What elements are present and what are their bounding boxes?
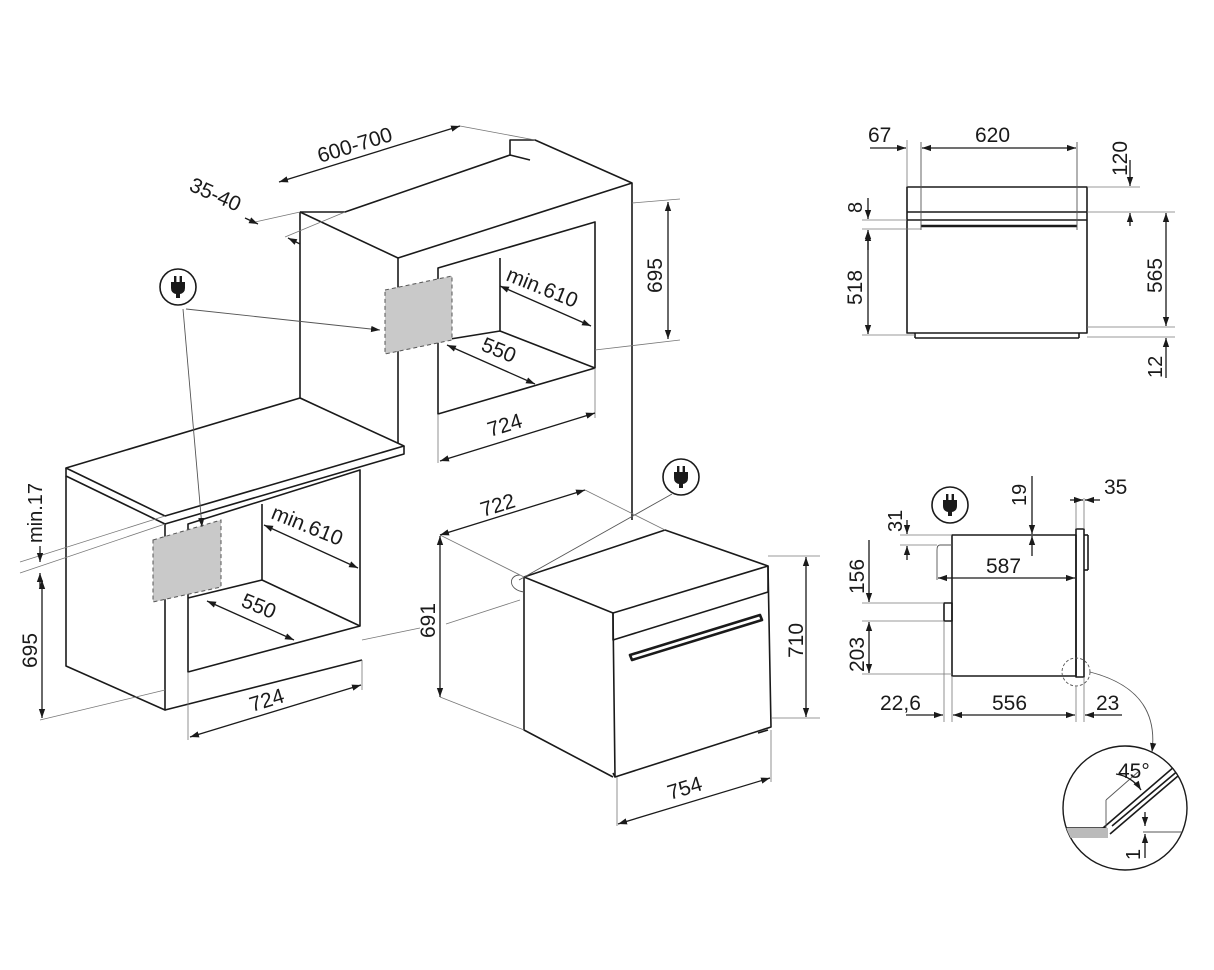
label-cab-depth: 600-700 [315, 123, 395, 168]
label-side-203: 203 [846, 637, 869, 672]
power-plug-icon [159, 268, 197, 306]
dims-front-elevation: 67 620 120 8 518 565 12 [844, 124, 1175, 378]
label-side-23: 23 [1096, 692, 1119, 715]
label-under-min: min.17 [25, 483, 47, 543]
tall-cabinet [299, 139, 633, 520]
label-top-565: 565 [1144, 258, 1167, 293]
label-under-inner-depth: 550 [238, 589, 279, 623]
label-side-35: 35 [1104, 476, 1127, 499]
label-tall-inner-depth: 550 [478, 333, 519, 367]
electrical-panel-upper [384, 275, 453, 355]
label-oven-height: 710 [785, 623, 808, 658]
label-oven-depth: 722 [478, 490, 518, 522]
label-tall-height: 695 [644, 258, 667, 293]
label-side-587: 587 [986, 555, 1021, 578]
label-side-556: 556 [992, 692, 1027, 715]
label-top-12: 12 [1145, 356, 1167, 378]
electrical-panel-lower [152, 519, 222, 603]
label-tall-depth: min.610 [503, 263, 581, 312]
label-top-518: 518 [844, 270, 867, 305]
label-side-156: 156 [846, 559, 869, 594]
label-oven-height-total: 691 [417, 603, 440, 638]
label-under-depth: min.610 [268, 501, 346, 550]
label-under-width: 724 [247, 684, 288, 716]
label-side-19: 19 [1009, 484, 1031, 506]
label-cab-gap: 35-40 [186, 174, 244, 217]
label-under-height: 695 [19, 633, 42, 668]
hinge-detail: 45° 1 [1062, 745, 1188, 871]
dims-side-elevation: 19 35 31 587 156 203 22,6 556 23 [846, 476, 1127, 722]
label-top-8: 8 [845, 202, 867, 213]
label-top-120: 120 [1109, 141, 1132, 176]
label-detail-angle: 45° [1118, 760, 1150, 783]
label-side-22-6: 22,6 [880, 692, 921, 715]
side-elevation [936, 528, 1091, 687]
front-elevation [906, 142, 1088, 339]
power-plug-icon [931, 486, 969, 524]
label-detail-1: 1 [1123, 849, 1145, 860]
oven-3d [511, 529, 772, 778]
label-top-620: 620 [975, 124, 1010, 147]
power-plug-icon [662, 458, 700, 496]
under-cabinet [65, 397, 405, 711]
label-top-67: 67 [868, 124, 891, 147]
label-side-31: 31 [885, 510, 907, 532]
